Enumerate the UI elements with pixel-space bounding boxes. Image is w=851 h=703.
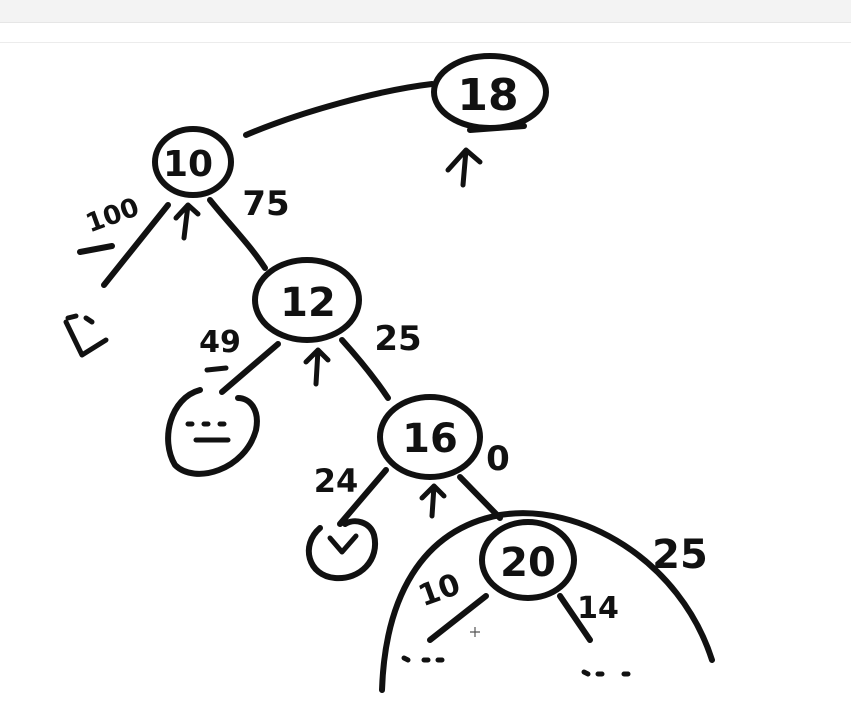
node-20: 20 xyxy=(379,510,715,693)
node-10-circle xyxy=(152,126,234,198)
leaf-10-left xyxy=(63,319,109,358)
edge-label-75: 75 xyxy=(242,184,289,224)
edge-20-left xyxy=(427,593,489,643)
toolbar-divider xyxy=(0,42,851,43)
edge-16-right xyxy=(457,474,503,521)
node-20-arc xyxy=(379,510,715,693)
edge-20-right xyxy=(557,593,593,643)
edge-10-right xyxy=(207,197,268,271)
edge-label-0: 0 xyxy=(486,439,510,479)
node-18-label: 18 xyxy=(457,70,518,121)
node-12-label: 12 xyxy=(280,280,336,326)
edge-label-24: 24 xyxy=(314,462,359,500)
edge-12-right xyxy=(339,337,391,401)
node-10-arrow xyxy=(173,202,201,241)
leaf-12-left-dots xyxy=(185,421,231,443)
toolbar-bar xyxy=(0,0,851,23)
node-12-arrow xyxy=(303,347,331,387)
leaf-16-left-mark xyxy=(327,533,359,555)
node-16-label: 16 xyxy=(402,416,458,462)
edge-label-49: 49 xyxy=(199,325,241,360)
cursor-crosshair-icon xyxy=(470,627,480,637)
edge-16-left xyxy=(337,467,389,527)
edge-12-left-dash xyxy=(204,365,229,373)
leaf-16-left xyxy=(305,518,379,582)
node-10-label: 10 xyxy=(163,144,213,185)
edge-label-100: 100 xyxy=(82,193,143,240)
edge-label-25-b: 25 xyxy=(652,532,708,578)
leaf-20-right-dots xyxy=(581,669,631,677)
edge-label-25-a: 25 xyxy=(374,319,421,359)
node-10: 10 xyxy=(152,126,234,241)
node-18-arrow xyxy=(445,147,483,188)
leaf-20-left-dots xyxy=(401,655,445,663)
edge-10-left xyxy=(101,202,171,288)
edge-label-14: 14 xyxy=(577,591,619,626)
edge-10-18 xyxy=(243,81,435,138)
leaf-10-left-dots xyxy=(65,313,95,325)
edge-10-left-dash xyxy=(77,243,115,255)
edge-12-left xyxy=(219,341,281,395)
node-12: 12 xyxy=(252,257,362,387)
node-16-circle xyxy=(377,394,483,480)
node-18-underline xyxy=(467,123,527,133)
node-18: 18 xyxy=(431,53,549,188)
node-12-circle xyxy=(252,257,362,343)
edge-label-10: 10 xyxy=(414,567,465,614)
node-20-label: 20 xyxy=(500,540,556,586)
leaf-12-left xyxy=(165,387,260,477)
node-16-arrow xyxy=(419,483,447,519)
node-16: 16 xyxy=(377,394,483,519)
node-20-circle xyxy=(479,519,577,601)
